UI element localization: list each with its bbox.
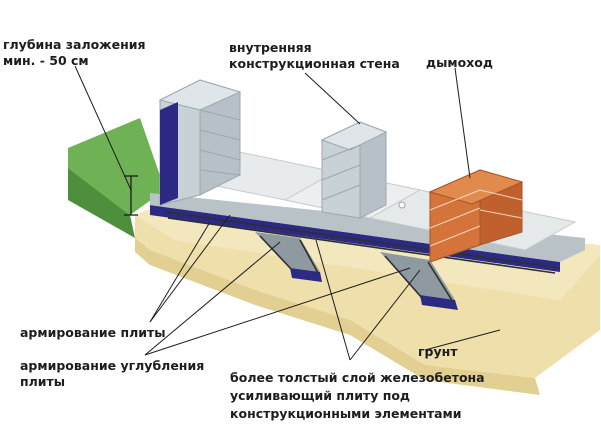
- soil-label: грунт: [418, 344, 458, 359]
- depth-label-line1: глубина заложения: [3, 37, 146, 52]
- recess-1: [255, 232, 320, 272]
- leader-lines: [74, 65, 501, 361]
- recess-2: [380, 252, 455, 300]
- exterior-wall-insulation: [160, 102, 178, 205]
- inner-wall-label-line1: внутренняя: [229, 40, 312, 55]
- thicker-layer-label-line1: более толстый слой железобетона: [230, 370, 485, 385]
- inner-wall-label-line2: конструкционная стена: [229, 56, 400, 71]
- thicker-layer-label-line2: усиливающий плиту под: [230, 388, 411, 403]
- soil-front: [135, 215, 600, 378]
- depth-label-line2: мин. - 50 см: [3, 53, 89, 68]
- recess-rebar-label-line1: армирование углубления: [20, 358, 205, 373]
- grass-embankment: [68, 118, 165, 215]
- depth-marker: [124, 175, 138, 216]
- chimney-top: [428, 169, 524, 205]
- rebar-lines: [164, 211, 561, 303]
- chimney-label: дымоход: [426, 55, 493, 70]
- slab-rebar-label: армирование плиты: [20, 325, 166, 340]
- thicker-layer-label-line3: конструкционными элементами: [230, 406, 462, 421]
- recess-rebar-label-line2: плиты: [20, 374, 66, 389]
